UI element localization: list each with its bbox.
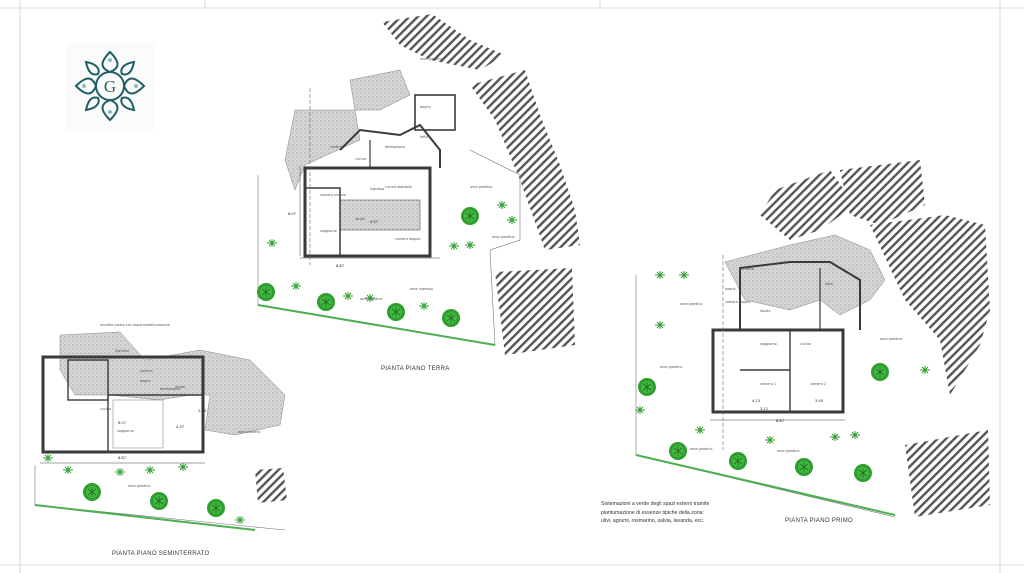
room-label: area giardino <box>420 57 442 61</box>
basement-plan <box>34 331 287 531</box>
stone-area <box>59 331 286 436</box>
dimension-label: 8.87 <box>776 419 784 423</box>
dimension-label: 4.37 <box>176 425 184 429</box>
logo-letter: G <box>104 77 116 96</box>
room-label: ingresso <box>370 187 384 191</box>
room-label: cucina <box>800 342 811 346</box>
room-label: area ingresso <box>410 287 433 291</box>
room-label: area giardino <box>880 337 902 341</box>
first-floor-plan <box>634 160 990 518</box>
ground-floor-title: PIANTA PIANO TERRA <box>381 366 450 372</box>
dimension-label: 3.95 <box>815 399 823 403</box>
note-line: Sistemazioni a verde degli spazi esterni… <box>601 501 710 507</box>
room-label: letto <box>420 135 428 139</box>
hatched-terrain <box>255 468 287 503</box>
building-walls <box>711 328 845 414</box>
room-label: cucina <box>355 157 366 161</box>
dimension-label: 8.87 <box>336 264 344 268</box>
dimension-label: 8.87 <box>118 456 126 460</box>
room-label: area giardino <box>690 447 712 451</box>
hatched-terrain <box>382 14 505 70</box>
room-label: area giardino <box>777 449 799 453</box>
room-label: cucina <box>100 407 111 411</box>
hatched-terrain <box>760 170 855 240</box>
hatched-terrain <box>870 215 990 395</box>
hatched-terrain <box>495 268 575 355</box>
dimension-label: 2.12 <box>760 407 768 411</box>
hatched-terrain <box>840 160 925 225</box>
hatched-terrain <box>470 70 580 250</box>
room-label: disimpegno <box>160 387 180 391</box>
room-label: camera 1 <box>760 382 776 386</box>
planting-note: Sistemazioni a verde degli spazi esterni… <box>601 500 709 526</box>
room-label: bagno <box>140 379 151 383</box>
room-label: terrazzo <box>740 267 754 271</box>
ground-floor-plan <box>256 14 580 355</box>
stone-area <box>724 234 886 316</box>
dimension-label: 2.33 <box>198 409 206 413</box>
room-label: area giardino <box>470 185 492 189</box>
room-label: area giardino <box>360 297 382 301</box>
room-label: cucina abitabile <box>385 185 412 189</box>
room-label: bagno <box>725 287 736 291</box>
room-label: cantina <box>330 145 343 149</box>
hatched-terrain <box>905 430 990 517</box>
room-label: soggiorno <box>760 342 777 346</box>
room-label: camera doppia <box>395 237 420 241</box>
note-line: piantumazione di essenze tipiche della z… <box>601 509 704 516</box>
dimension-label: 4.37 <box>370 220 378 224</box>
first-floor-title: PIANTA PIANO PRIMO <box>785 518 853 524</box>
building-walls <box>41 355 205 454</box>
room-label: soggiorno <box>117 429 134 433</box>
room-label: locale <box>175 385 185 389</box>
room-label: soggiorno <box>320 229 337 233</box>
room-label: disimpegno <box>385 145 405 149</box>
note-line: ulivi, agrumi, rosmarino, salvia, lavand… <box>601 518 705 525</box>
dimension-label: 6.07 <box>288 212 296 216</box>
room-label: area giardino <box>660 365 682 369</box>
room-label: letto <box>825 282 833 286</box>
plan-labels: area giardino area ingresso area giardino a… <box>100 57 902 488</box>
room-label: camera 2 <box>810 382 826 386</box>
room-label: cantina <box>140 369 153 373</box>
stone-area <box>349 69 411 111</box>
stone-area <box>284 109 361 191</box>
room-label: area giardino <box>238 430 260 434</box>
dimension-label: 6.07 <box>118 421 126 425</box>
room-label: muretto pietra con impermeabilizzazione <box>100 323 170 327</box>
room-label: ingresso <box>115 349 129 353</box>
room-label: locale <box>355 217 365 221</box>
brand-logo: G <box>66 42 154 130</box>
room-label: camera doppia <box>725 300 750 304</box>
room-label: area giardino <box>492 235 514 239</box>
room-label: camera singola <box>320 193 346 197</box>
building-walls <box>303 166 432 258</box>
room-label: bagno <box>420 105 431 109</box>
room-label: area giardino <box>680 302 702 306</box>
room-label: area giardino <box>128 484 150 488</box>
room-label: studio <box>760 309 770 313</box>
ornament-icon: G <box>74 50 146 122</box>
basement-title: PIANTA PIANO SEMINTERRATO <box>112 551 210 557</box>
dimension-label: 4.13 <box>752 399 760 403</box>
